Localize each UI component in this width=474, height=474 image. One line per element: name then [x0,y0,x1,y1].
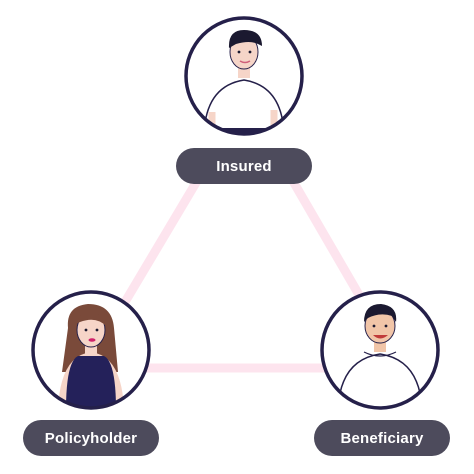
policyholder-label: Policyholder [23,420,159,456]
beneficiary-avatar-icon [320,290,440,410]
connector-insured-beneficiary [285,171,367,305]
policyholder-avatar-icon [31,290,151,410]
insured-label: Insured [176,148,312,184]
beneficiary-label: Beneficiary [314,420,450,456]
connector-insured-policyholder [120,171,205,307]
insured-avatar-icon [184,16,304,136]
connector-lines [120,171,367,373]
